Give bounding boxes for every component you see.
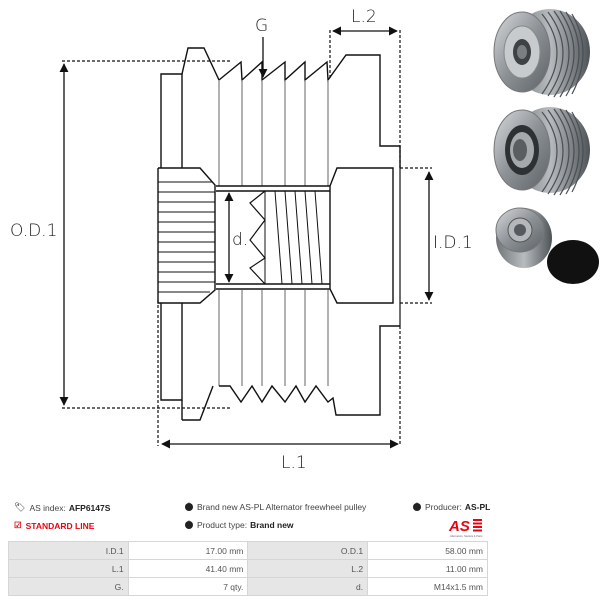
as-index-label: AS index: (29, 502, 66, 513)
pulley-technical-drawing: G L.2 O.D.1 d. I.D.1 L.1 (10, 7, 473, 473)
label-length1: L.1 (281, 453, 307, 473)
spec-label: O.D.1 (247, 541, 369, 560)
table-row: G. 7 qty. d. M14x1.5 mm (8, 577, 488, 596)
spec-label: I.D.1 (8, 541, 129, 560)
spec-value: 7 qty. (127, 577, 249, 596)
product-type: i Product type: Brand new (185, 520, 294, 530)
label-inner-diameter: I.D.1 (433, 233, 473, 253)
label-length2: L.2 (351, 7, 377, 27)
product-info: 🏷︎ AS index: AFP6147S i Brand new AS-PL … (0, 496, 600, 536)
label-thread: d. (232, 230, 248, 250)
info-icon: i (185, 521, 193, 529)
info-icon: i (413, 503, 421, 511)
table-row: L.1 41.40 mm L.2 11.00 mm (8, 559, 488, 578)
pulley-front-view (493, 9, 590, 98)
as-index: 🏷︎ AS index: AFP6147S (14, 502, 110, 513)
spec-value: M14x1.5 mm (367, 577, 488, 596)
spec-value: 41.40 mm (127, 559, 249, 578)
pulley-rear-view (493, 107, 590, 196)
dust-cap (547, 240, 599, 284)
pulley-with-cap (495, 207, 599, 284)
standard-line: ☑ STANDARD LINE (14, 520, 94, 531)
logo-subtext: Alternators, Starters & Parts (450, 534, 483, 538)
pulley-outline (157, 47, 401, 421)
standard-line-text: STANDARD LINE (25, 520, 95, 531)
as-pl-logo: AS Alternators, Starters & Parts (448, 518, 483, 538)
producer-label: Producer: (425, 502, 462, 512)
spec-label: L.1 (8, 559, 129, 578)
specs-table: I.D.1 17.00 mm O.D.1 58.00 mm L.1 41.40 … (8, 541, 488, 596)
logo-text: AS (448, 518, 470, 535)
table-row: I.D.1 17.00 mm O.D.1 58.00 mm (8, 541, 488, 560)
product-photos (493, 9, 599, 284)
spec-label: L.2 (247, 559, 369, 578)
spec-value: 58.00 mm (367, 541, 488, 560)
product-type-value: Brand new (250, 520, 294, 530)
label-outer-diameter: O.D.1 (10, 221, 57, 241)
producer-value: AS-PL (464, 502, 491, 512)
dimension-arrows (59, 26, 434, 449)
label-groove: G (255, 16, 268, 36)
tags-icon: 🏷︎ (14, 502, 26, 512)
as-index-value: AFP6147S (68, 502, 111, 513)
spec-label: G. (8, 577, 129, 596)
spec-value: 11.00 mm (367, 559, 488, 578)
producer: i Producer: AS-PL (413, 502, 490, 512)
spec-label: d. (247, 577, 369, 596)
product-type-label: Product type: (197, 520, 248, 530)
checkbox-icon: ☑ (14, 520, 22, 530)
info-icon: i (185, 503, 193, 511)
description-text: Brand new AS-PL Alternator freewheel pul… (197, 502, 367, 512)
spec-value: 17.00 mm (127, 541, 249, 560)
description: i Brand new AS-PL Alternator freewheel p… (185, 502, 366, 512)
dimension-guides (62, 30, 432, 446)
